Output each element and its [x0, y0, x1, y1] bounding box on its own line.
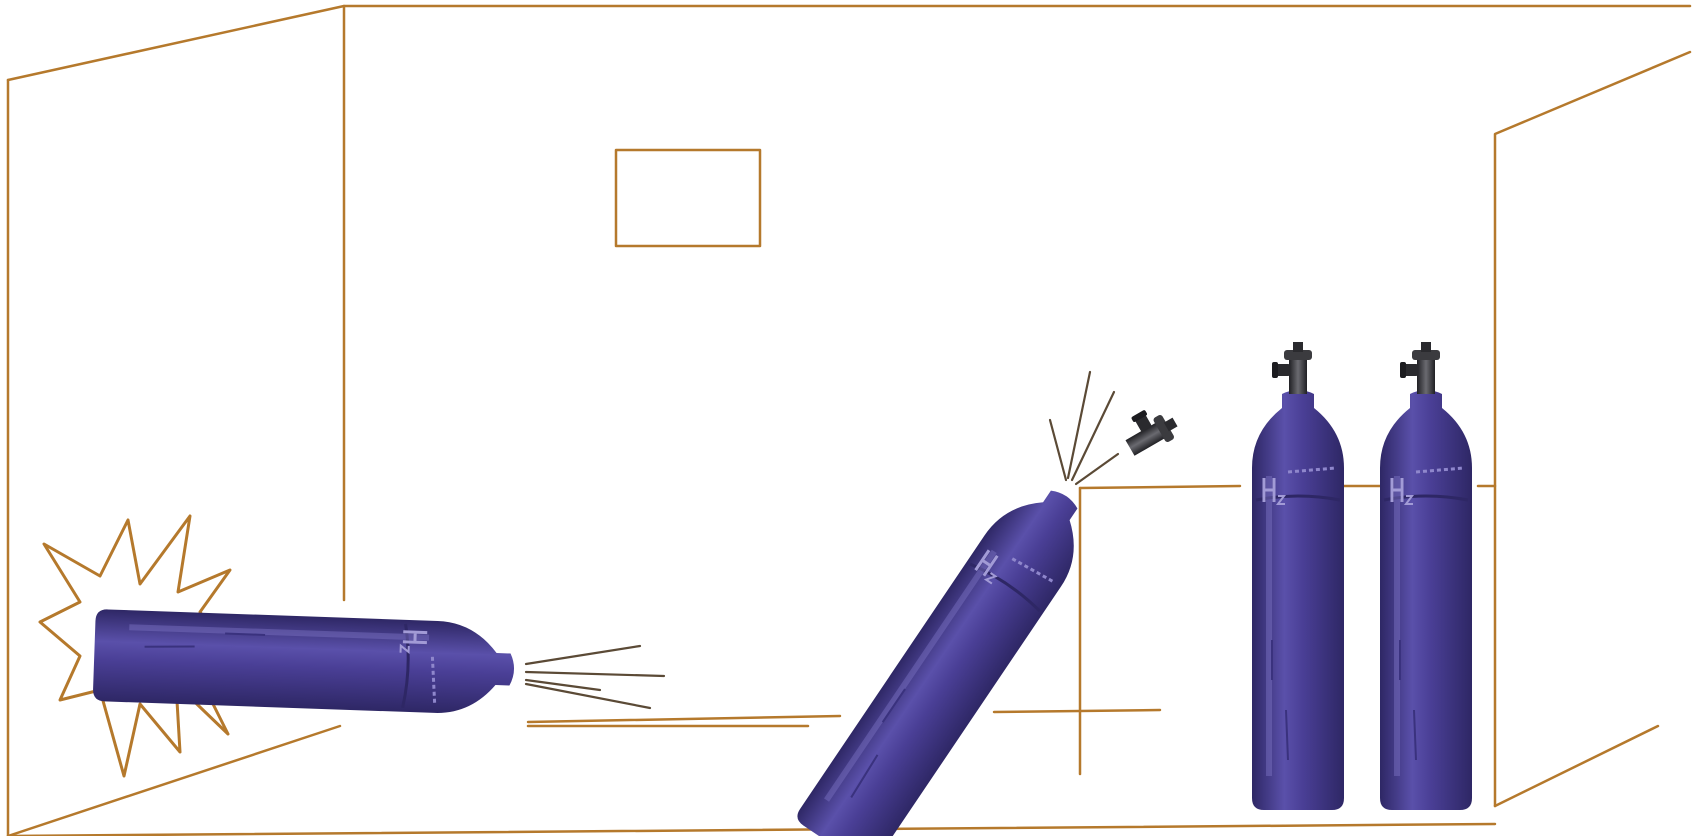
floor-front-edge [8, 824, 1495, 836]
left-wall [8, 6, 1690, 80]
back-wall-window [616, 150, 760, 246]
floor-right-edge [1495, 726, 1658, 806]
valve-ejected-icon [1117, 399, 1182, 460]
valve-upright-1-icon [1272, 342, 1312, 394]
right-wall-top [1495, 52, 1690, 806]
cylinder-toppling [793, 471, 1104, 836]
valve-upright-2-icon [1400, 342, 1440, 394]
cylinder-fallen-left [93, 609, 516, 716]
cylinder-upright-2 [1380, 390, 1472, 810]
cylinder-upright-1 [1252, 390, 1344, 810]
gas-jet-centre [1050, 372, 1118, 484]
floor-back-edge [528, 710, 1160, 726]
gas-jet-left [526, 646, 664, 708]
